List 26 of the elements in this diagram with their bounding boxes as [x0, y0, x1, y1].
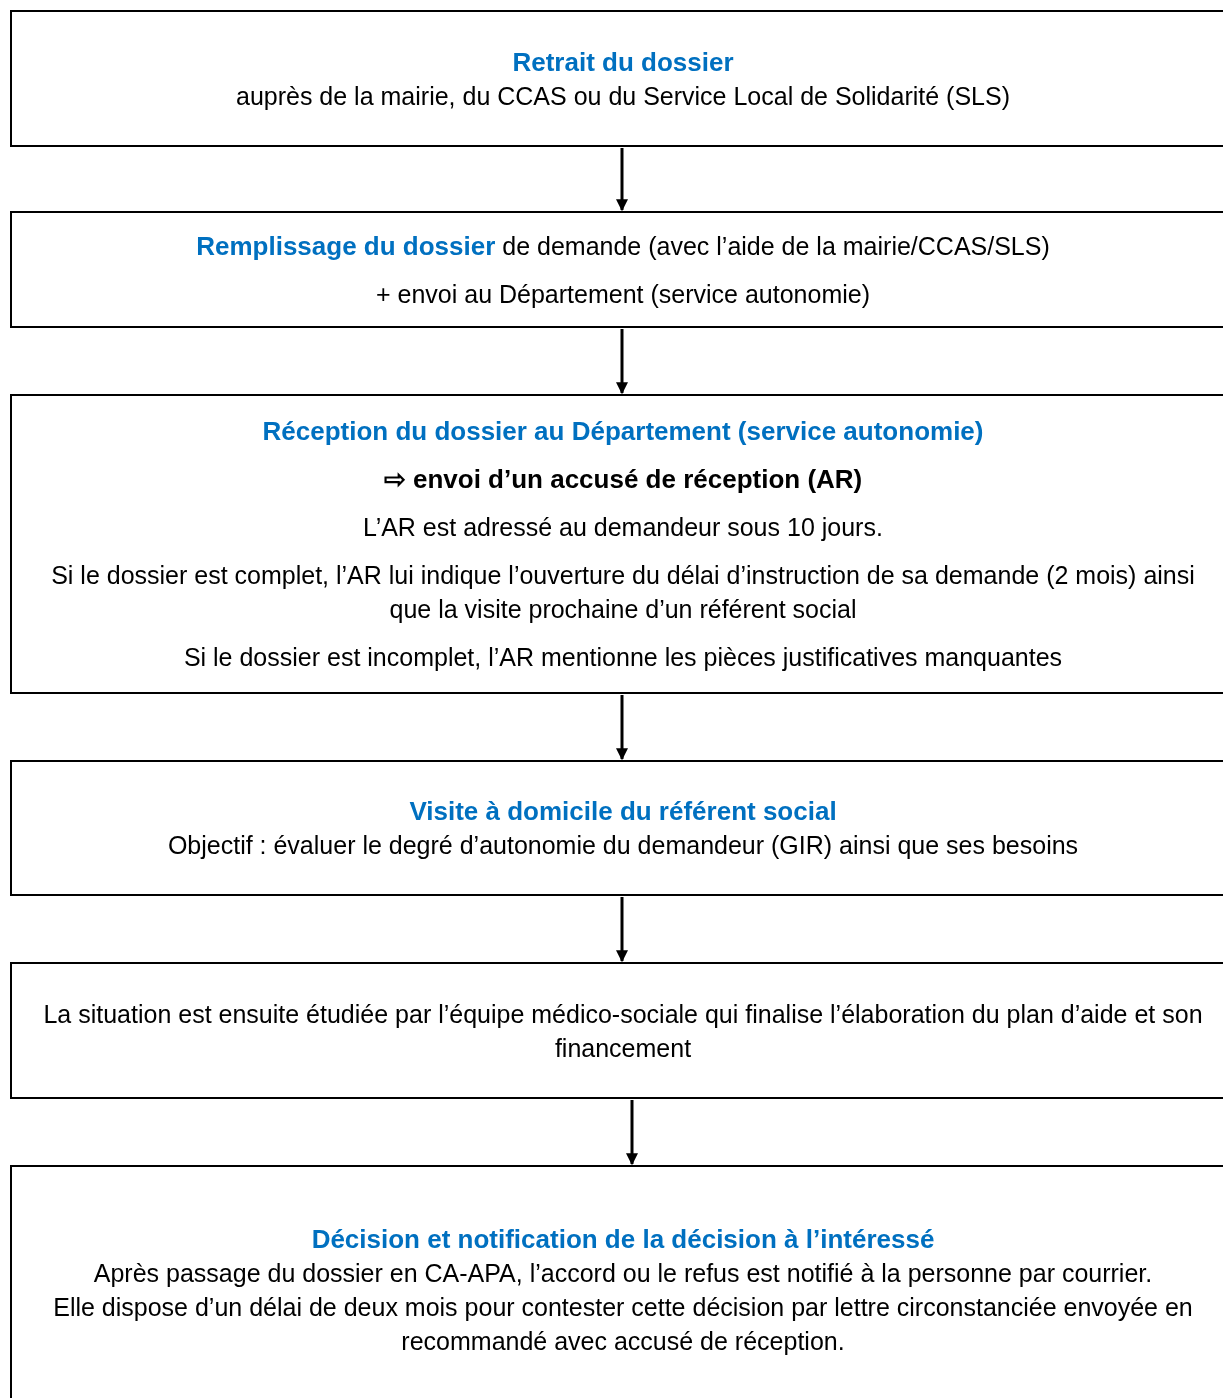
arrow [616, 329, 628, 395]
box-text: ⇨ envoi d’un accusé de réception (AR) [383, 463, 863, 496]
box-text: Si le dossier est incomplet, l’AR mentionne les pièces justificatives manquantes [183, 642, 1063, 673]
box-text: Si le dossier est complet, l’AR lui indique l’ouverture du délai d’instruction de sa demande (2 mois) ainsi que la visite prochaine d’un référent social [50, 560, 1196, 625]
box-text: Remplissage du dossier de demande (avec l’aide de la mairie/CCAS/SLS) [196, 229, 1050, 263]
box-text: Après passage du dossier en CA-APA, l’accord ou le refus est notifié à la personne par courrier. [93, 1258, 1153, 1289]
arrow [616, 148, 628, 212]
process-box [10, 962, 1223, 1099]
box-text: Objectif : évaluer le degré d’autonomie du demandeur (GIR) ainsi que ses besoins [167, 830, 1079, 861]
process-box [10, 394, 1223, 694]
process-box [10, 760, 1223, 896]
box-heading: Réception du dossier au Département (service autonomie) [262, 415, 984, 448]
box-heading: Décision et notification de la décision à l’intéressé [311, 1223, 935, 1256]
arrow [616, 897, 628, 963]
process-box [10, 1165, 1223, 1398]
box-text: auprès de la mairie, du CCAS ou du Service Local de Solidarité (SLS) [236, 80, 1010, 112]
process-box [10, 211, 1223, 328]
box-heading: Retrait du dossier [512, 45, 734, 79]
box-text: + envoi au Département (service autonomie) [376, 278, 870, 310]
arrow [626, 1100, 638, 1166]
box-text: L’AR est adressé au demandeur sous 10 jours. [363, 512, 883, 543]
box-text: La situation est ensuite étudiée par l’équipe médico-sociale qui finalise l’élaboration du plan d’aide et son financement [42, 998, 1204, 1064]
arrow [616, 695, 628, 761]
box-text: Elle dispose d’un délai de deux mois pour contester cette décision par lettre circonstanciée envoyée en recommandé avec accusé de réception. [52, 1292, 1194, 1357]
process-box [10, 10, 1223, 147]
box-heading: Visite à domicile du référent social [409, 795, 837, 828]
